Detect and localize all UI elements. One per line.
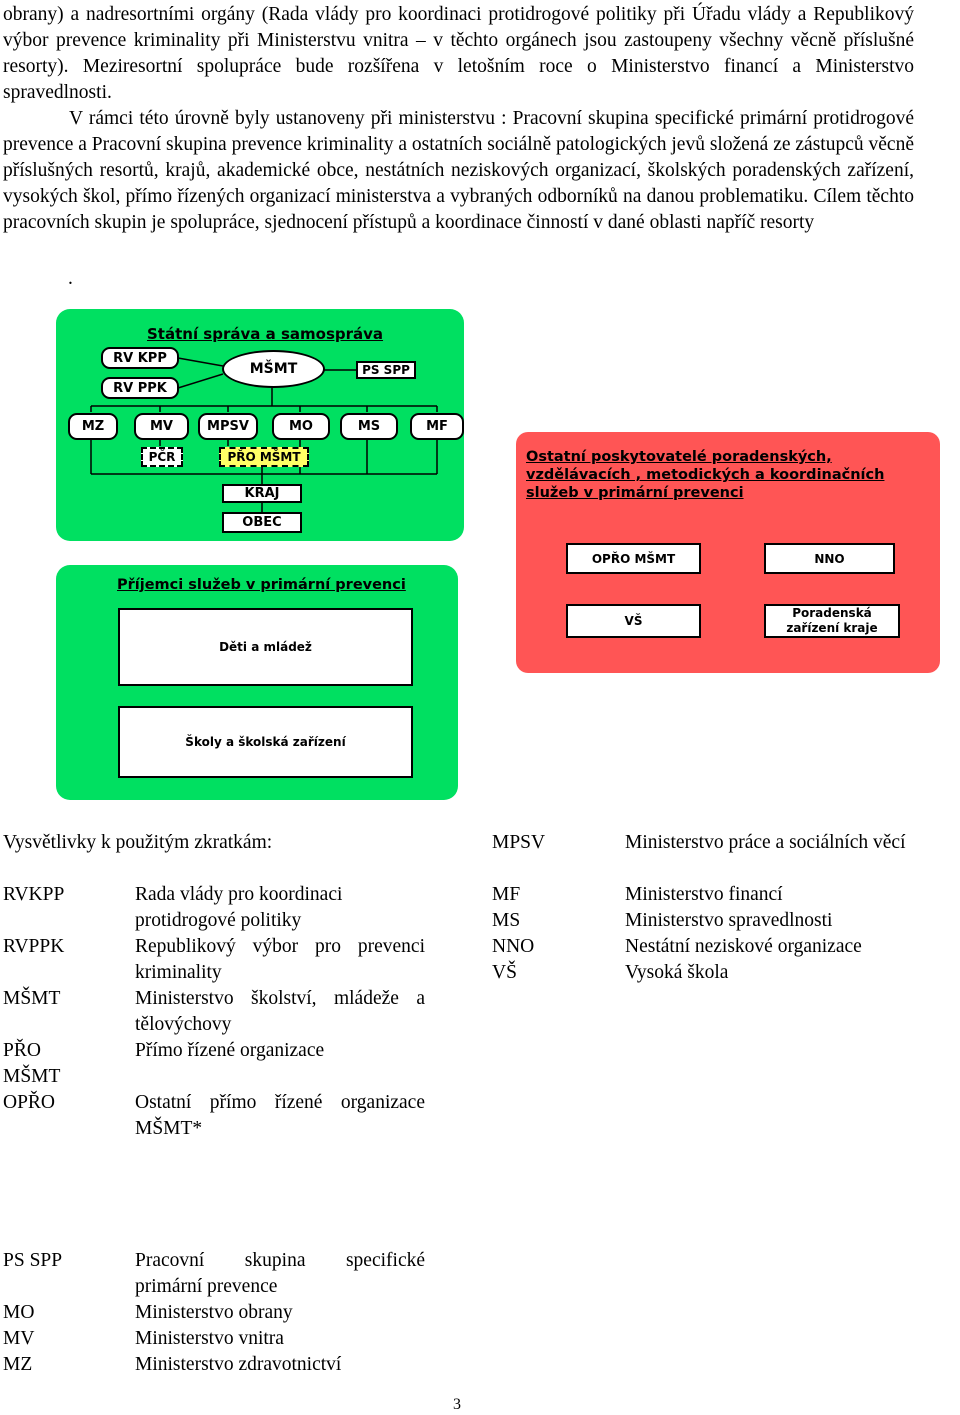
red-panel-title: Ostatní poskytovatelé poradenských, vzdě… (526, 449, 885, 501)
legend-abbr: RVPPK (3, 936, 65, 957)
legend-definition: Vysoká škola (625, 962, 729, 983)
legend-abbr: PS SPP (3, 1250, 63, 1271)
paragraph-1: obrany) a nadresortními orgány (Rada vlá… (3, 4, 914, 103)
legend-definition: Ministerstvo spravedlnosti (625, 910, 833, 931)
legend-definition: Ostatní přímo řízené organizace MŠMT* (135, 1092, 425, 1139)
legend-definition: Ministerstvo vnitra (135, 1328, 284, 1349)
box-mv: MV (134, 413, 189, 440)
box-deti-a-mladez: Děti a mládež (118, 608, 413, 686)
legend-definition: Ministerstvo financí (625, 884, 783, 905)
box-msmt: MŠMT (222, 350, 325, 388)
green-panel-title: Státní správa a samospráva (147, 325, 384, 343)
box-obec: OBEC (222, 512, 302, 533)
legend-definition: Nestátní neziskové organizace (625, 936, 862, 957)
legend-abbr: MPSV (492, 832, 546, 853)
box-opro-msmt: OPŘO MŠMT (566, 543, 701, 574)
legend-abbr: VŠ (492, 962, 517, 983)
legend-abbr: MZ (3, 1354, 33, 1375)
legend-heading: Vysvětlivky k použitým zkratkám: (3, 832, 273, 853)
box-mf: MF (410, 413, 464, 440)
box-mz: MZ (68, 413, 118, 440)
legend-definition: Pracovní skupina specifické primární pre… (135, 1250, 425, 1297)
box-rvkpp: RV KPP (101, 347, 179, 369)
box-ms: MS (340, 413, 398, 440)
legend-abbr: PŘO MŠMT (3, 1040, 61, 1087)
box-vs: VŠ (566, 604, 701, 638)
box-skoly: Školy a školská zařízení (118, 706, 413, 778)
recipients-title: Příjemci služeb v primární prevenci (117, 577, 406, 593)
legend-definition: Ministerstvo obrany (135, 1302, 293, 1323)
legend-abbr: MO (3, 1302, 35, 1323)
legend-abbr: MF (492, 884, 521, 905)
legend-abbr: MS (492, 910, 521, 931)
legend-abbr: NNO (492, 936, 535, 957)
box-mpsv: MPSV (198, 413, 258, 440)
legend-abbr: MV (3, 1328, 35, 1349)
legend-definition: Ministerstvo školství, mládeže a tělovýc… (135, 988, 425, 1035)
box-rvppk: RV PPK (101, 377, 179, 399)
box-pro-msmt: PŘO MŠMT (219, 447, 309, 467)
legend-abbr: OPŘO (3, 1092, 56, 1113)
legend-definition: Republikový výbor pro prevenci kriminali… (135, 936, 425, 983)
paragraph-end-dot: . (68, 268, 73, 289)
legend-abbr: MŠMT (3, 988, 61, 1009)
box-ps-spp: PS SPP (356, 361, 416, 379)
box-kraj: KRAJ (222, 484, 302, 503)
box-nno: NNO (764, 543, 895, 574)
box-mo: MO (272, 413, 330, 440)
box-pcr: PČR (141, 447, 183, 467)
legend-abbr: RVKPP (3, 884, 65, 905)
box-poradenska-zarizeni: Poradenská zařízení kraje (764, 604, 900, 638)
page-number: 3 (453, 1396, 461, 1413)
legend-definition: Ministerstvo zdravotnictví (135, 1354, 342, 1375)
legend-definition: Přímo řízené organizace (135, 1040, 325, 1061)
legend-definition: Ministerstvo práce a sociálních věcí (625, 832, 906, 853)
paragraph-2: V rámci této úrovně byly ustanoveny při … (3, 108, 914, 233)
legend-definition: Rada vlády pro koordinaci protidrogové p… (135, 884, 343, 931)
